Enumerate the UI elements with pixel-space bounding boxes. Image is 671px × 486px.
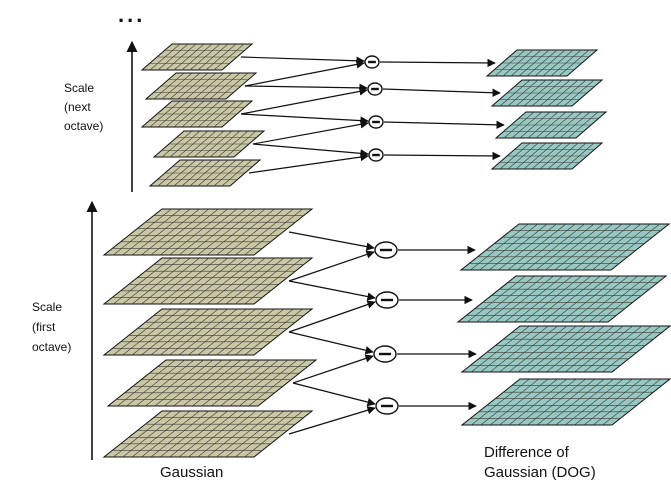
- next-octave-dog-arrow-2: [382, 88, 501, 97]
- first-octave-gaussian-layer-1: [102, 208, 314, 256]
- first-octave-dog-layer-1: [459, 223, 671, 271]
- first-octave-arrow-upper-1: [288, 231, 375, 251]
- scale-next-octave-line1: Scale: [64, 81, 94, 95]
- first-octave-arrow-upper-2: [288, 280, 376, 301]
- scale-first-octave-line3: octave): [32, 340, 71, 354]
- first-octave-arrow-upper-4: [292, 382, 376, 407]
- next-octave-arrow-upper-3: [240, 113, 369, 125]
- next-octave-gaussian-layer-2: [144, 72, 258, 100]
- gaussian-label: Gaussian: [160, 464, 223, 481]
- next-octave-gaussian-layer-1: [140, 43, 254, 71]
- first-octave-gaussian-layer-5: [102, 410, 314, 458]
- next-octave-arrow-upper-2: [244, 83, 368, 93]
- first-octave-dog-layer-3: [460, 325, 671, 373]
- first-octave-dog-layer-4: [460, 378, 671, 426]
- next-octave-arrow-lower-4: [248, 152, 369, 174]
- next-octave-arrow-lower-3: [252, 120, 369, 145]
- next-octave-dog-arrow-4: [383, 151, 501, 161]
- first-octave-gaussian-layer-2: [102, 257, 314, 305]
- next-octave-dog-layer-1: [485, 49, 599, 77]
- next-octave-arrow-upper-4: [252, 143, 369, 158]
- next-octave-arrow-lower-2: [240, 87, 368, 115]
- first-octave-dog-layer-2: [456, 275, 668, 323]
- next-octave-arrow-upper-1: [240, 56, 365, 65]
- next-octave-gaussian-layer-3: [140, 100, 254, 128]
- scale-next-octave-line2: (next: [64, 100, 91, 114]
- first-octave-arrow-lower-2: [288, 300, 376, 333]
- first-octave-arrow-lower-1: [288, 250, 375, 282]
- next-octave-dog-layer-3: [494, 111, 608, 139]
- next-octave-dog-arrow-1: [379, 58, 496, 68]
- dog-label-line1: Difference of: [484, 444, 570, 461]
- first-octave-gaussian-layer-4: [106, 359, 318, 407]
- next-octave-arrow-lower-1: [244, 60, 365, 87]
- first-octave-arrow-lower-4: [288, 406, 376, 435]
- next-octave-dog-arrow-3: [383, 120, 505, 130]
- next-octave-gaussian-layer-4: [152, 130, 266, 158]
- first-octave-arrow-lower-3: [292, 354, 374, 384]
- next-octave-dog-layer-4: [490, 142, 604, 170]
- dog-label-line2: Gaussian (DOG): [484, 464, 596, 481]
- scale-first-octave-line1: Scale: [32, 300, 62, 314]
- next-octave-gaussian-layer-5: [148, 159, 262, 187]
- scale-first-octave-line2: (first: [32, 320, 56, 334]
- first-octave-gaussian-layer-3: [102, 308, 314, 356]
- scale-next-octave-line3: octave): [64, 119, 103, 133]
- first-octave-arrow-upper-3: [288, 331, 374, 355]
- ellipsis-label: ...: [118, 2, 145, 27]
- next-octave-dog-layer-2: [490, 79, 604, 107]
